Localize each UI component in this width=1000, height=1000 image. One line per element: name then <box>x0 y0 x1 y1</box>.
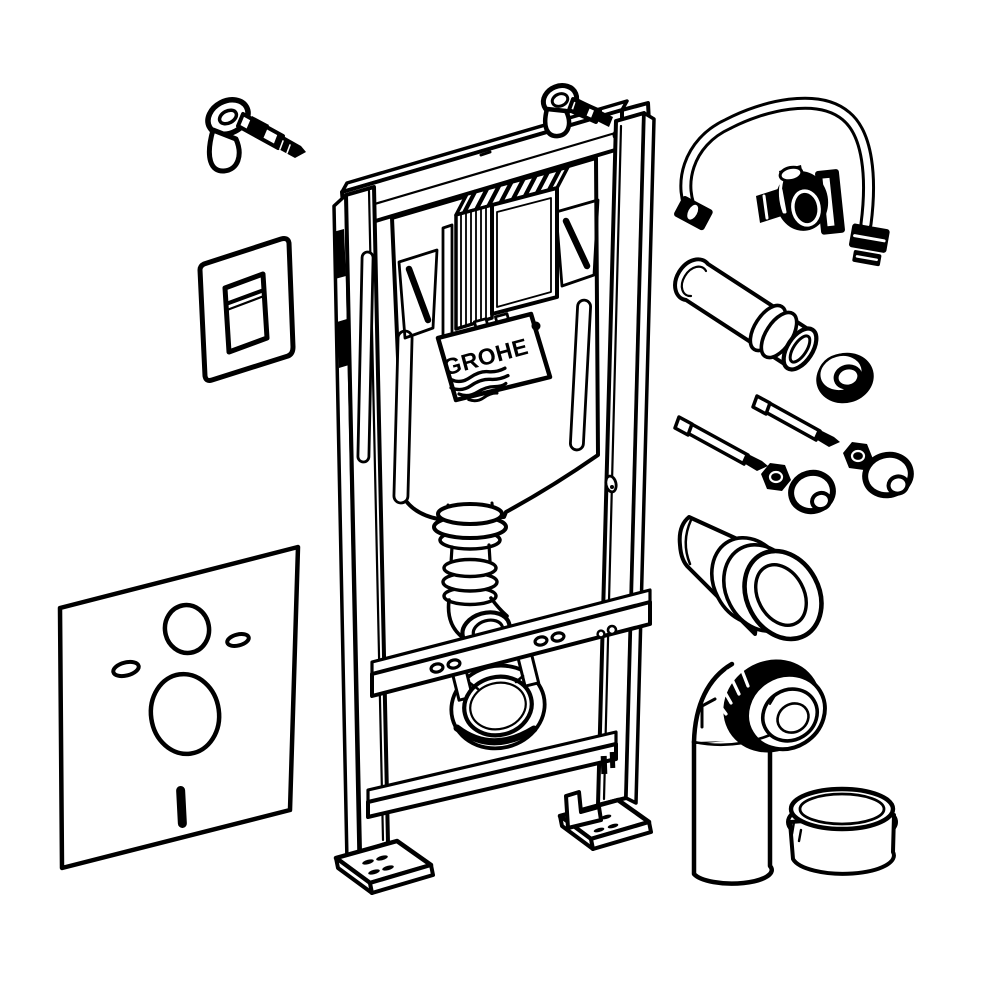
wall-anchor-on-frame <box>540 83 613 139</box>
hex-nut-1 <box>761 463 791 491</box>
flush-pipe <box>673 257 819 372</box>
flush-button-large <box>222 271 270 355</box>
dome-cap-1 <box>788 469 836 515</box>
installation-frame: GROHE <box>332 83 656 895</box>
frame-clip-lower <box>337 319 349 368</box>
mat-slot-right <box>225 632 251 648</box>
inspection-shaft-cover <box>441 165 570 346</box>
threaded-rod-2 <box>751 394 840 447</box>
mat-slot-bottom <box>176 785 187 828</box>
wall-anchor-left <box>205 97 306 174</box>
frame-upright-right <box>596 111 656 807</box>
mat-hole-large <box>148 671 222 757</box>
dome-cap-2 <box>862 451 914 499</box>
mounting-rail <box>370 588 652 698</box>
hex-nut-2 <box>843 442 873 470</box>
wall-support-bracket <box>564 790 603 830</box>
logo-wave-1 <box>449 366 507 384</box>
logo-wave-2 <box>449 373 510 392</box>
frame-upright-left <box>332 185 390 864</box>
outlet-elbow <box>691 652 827 886</box>
registered-mark-dot <box>531 321 541 331</box>
logo-wave-4 <box>467 391 499 403</box>
sound-insulation-mat <box>57 544 301 871</box>
threaded-rod-1 <box>673 415 768 471</box>
flush-actuation-plate <box>197 236 296 383</box>
connection-sleeve <box>677 515 824 642</box>
hose-fitting-left <box>674 196 713 231</box>
angle-stop-valve <box>756 165 845 235</box>
anchor-bolt-collar <box>246 116 269 139</box>
mat-slot-left <box>111 659 141 679</box>
grohe-logo-plate: GROHE <box>435 311 553 403</box>
hose-fitting-right <box>849 223 890 267</box>
flush-button-small-divider <box>224 288 266 306</box>
seal-ring <box>816 352 874 404</box>
mat-hole-small <box>162 602 212 656</box>
water-supply-hose <box>674 96 890 267</box>
frame-clip-upper <box>333 229 346 279</box>
protection-plug <box>786 786 898 876</box>
bottom-rail <box>366 730 618 819</box>
frame-feet <box>333 751 653 895</box>
logo-wave-3 <box>457 381 508 398</box>
